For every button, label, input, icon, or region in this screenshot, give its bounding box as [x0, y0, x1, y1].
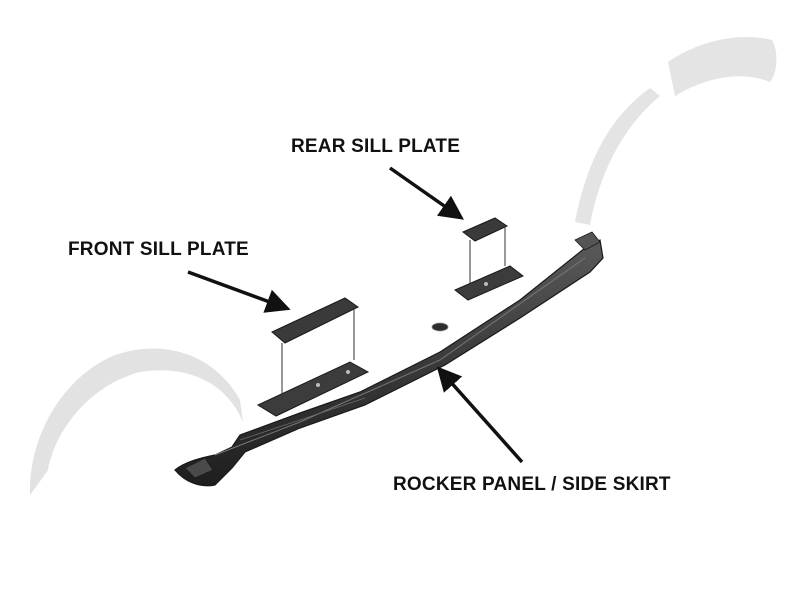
front-sill-plate-arrow	[187, 270, 291, 313]
rocker-panel-label: ROCKER PANEL / SIDE SKIRT	[393, 474, 671, 495]
rear-wheel-arch-ghost	[575, 36, 777, 225]
rear-sill-plate	[462, 217, 509, 284]
front-sill-plate-label: FRONT SILL PLATE	[68, 239, 249, 260]
front-sill-plate	[271, 297, 359, 398]
front-wheel-arch-ghost	[29, 348, 243, 495]
rocker-panel-arrow	[436, 366, 524, 464]
rear-sill-plate-label: REAR SILL PLATE	[291, 136, 461, 157]
rear-sill-plate-arrow	[388, 166, 465, 220]
rocker-panel	[174, 231, 604, 487]
